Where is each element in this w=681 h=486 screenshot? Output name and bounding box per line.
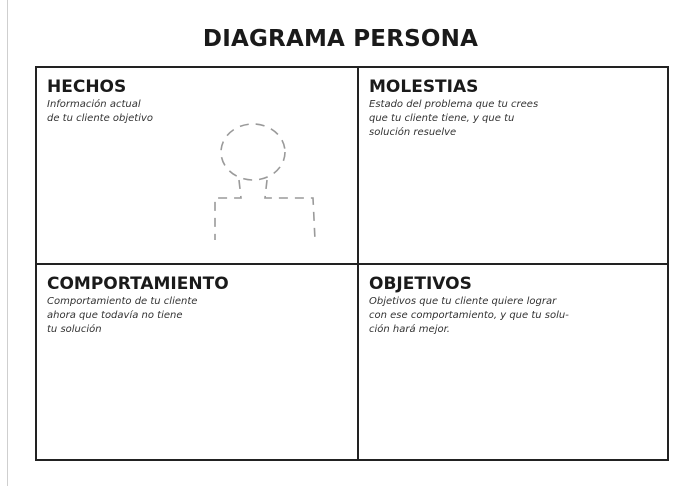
quadrant-pains: MOLESTIAS Estado del problema que tu cre… xyxy=(359,68,667,263)
quadrant-behavior: COMPORTAMIENTO Comportamiento de tu clie… xyxy=(37,265,357,459)
quadrant-facts-heading: HECHOS xyxy=(47,77,127,97)
quadrant-pains-description: Estado del problema que tu crees que tu … xyxy=(369,98,667,140)
quadrant-goals-description: Objetivos que tu cliente quiere lograr c… xyxy=(369,295,667,337)
description-line: ción hará mejor. xyxy=(369,324,450,335)
quadrant-goals: OBJETIVOS Objetivos que tu cliente quier… xyxy=(359,265,667,459)
quadrant-behavior-description: Comportamiento de tu cliente ahora que t… xyxy=(47,295,357,337)
page-edge-line xyxy=(7,0,8,486)
horizontal-divider xyxy=(37,263,667,265)
description-line: con ese comportamiento, y que tu solu- xyxy=(369,310,569,321)
description-line: tu solución xyxy=(47,324,102,335)
person-outline-icon xyxy=(214,123,316,241)
description-line: Objetivos que tu cliente quiere lograr xyxy=(369,296,557,307)
description-line: Estado del problema que tu crees xyxy=(369,99,539,110)
description-line: ahora que todavía no tiene xyxy=(47,310,183,321)
quadrant-behavior-heading: COMPORTAMIENTO xyxy=(47,274,229,294)
description-line: de tu cliente objetivo xyxy=(47,113,154,124)
description-line: que tu cliente tiene, y que tu xyxy=(369,113,515,124)
description-line: Comportamiento de tu cliente xyxy=(47,296,198,307)
description-line: solución resuelve xyxy=(369,127,457,138)
persona-grid: HECHOS Información actual de tu cliente … xyxy=(35,66,669,461)
quadrant-goals-heading: OBJETIVOS xyxy=(369,274,472,294)
quadrant-facts: HECHOS Información actual de tu cliente … xyxy=(37,68,357,263)
description-line: Información actual xyxy=(47,99,141,110)
quadrant-facts-description: Información actual de tu cliente objetiv… xyxy=(47,98,357,126)
quadrant-pains-heading: MOLESTIAS xyxy=(369,77,479,97)
diagram-title: DIAGRAMA PERSONA xyxy=(202,26,479,52)
